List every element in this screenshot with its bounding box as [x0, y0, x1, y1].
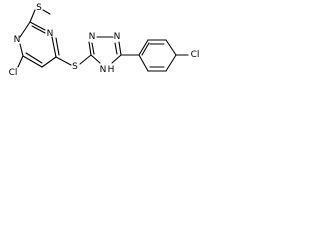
atom-n-pyrimidine-top: N: [47, 29, 54, 39]
bond-c2-n1: [19, 21, 31, 38]
atom-h-triazole-nh: H: [108, 65, 115, 75]
bond-c3-n2-double: [91, 42, 95, 55]
bond-s-c2: [29, 9, 36, 23]
bond-methyl-s: [42, 9, 51, 15]
atom-cl-phenyl: Cl: [191, 50, 200, 60]
atom-label-layer: S N N Cl S N N N H Cl: [9, 3, 200, 78]
bond-ph-1-2: [138, 39, 149, 56]
atom-n-triazole-left: N: [89, 32, 96, 42]
atom-n-triazole-right: N: [114, 32, 121, 42]
bond-c6-c5-double: [25, 52, 43, 64]
atom-n-triazole-nh: N: [100, 65, 107, 75]
bond-c2-n3-double: [31, 25, 46, 34]
atom-s-methyl: S: [36, 3, 42, 13]
bond-c5-c4: [41, 56, 57, 68]
bond-ph-4-5: [165, 54, 177, 72]
bond-c4-n3: [51, 36, 57, 58]
bond-c2-n3: [29, 21, 46, 31]
bond-c6-c5: [22, 55, 43, 68]
bond-ph-3-4: [165, 39, 177, 56]
bond-n1-c5-double: [114, 42, 118, 55]
bond-c5-n4: [111, 54, 122, 64]
bond-c3-n2: [88, 41, 92, 56]
atom-s-thioether: S: [72, 62, 78, 72]
bond-n4-c3: [90, 54, 101, 64]
chemical-structure-diagram: S N N Cl S N N N H Cl: [9, 3, 200, 78]
bond-c4-n3-double: [55, 37, 60, 56]
bond-layer: [17, 9, 189, 72]
atom-cl-pyrimidine: Cl: [9, 68, 18, 78]
bond-s-triazole: [79, 54, 92, 65]
bond-ph-6-1: [138, 54, 149, 72]
molecule-canvas: S N N Cl S N N N H Cl: [0, 0, 207, 107]
bond-n1-c6: [19, 43, 24, 57]
bond-c4-s: [55, 56, 72, 66]
bond-c6-cl: [17, 55, 24, 68]
bond-n1-c5: [118, 41, 122, 56]
bond-ph-1-2-double: [141, 42, 150, 56]
atom-n-pyrimidine-bottom: N: [14, 35, 21, 45]
